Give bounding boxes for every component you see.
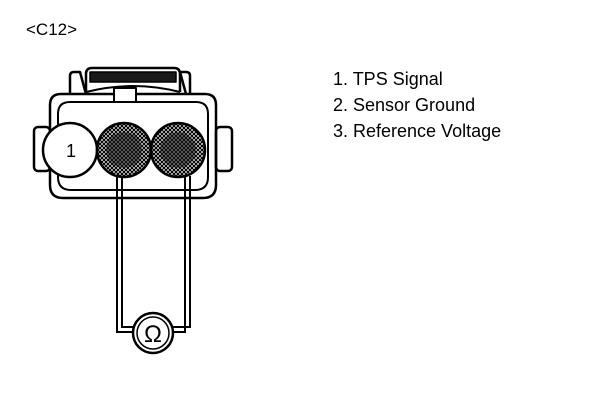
pin-1-label: 1 bbox=[66, 141, 76, 161]
connector-latch bbox=[84, 66, 182, 103]
test-leads bbox=[116, 176, 191, 333]
legend-item-3: 3. Reference Voltage bbox=[333, 121, 501, 141]
connector-label: <C12> bbox=[26, 20, 77, 39]
ohmmeter: Ω bbox=[131, 311, 175, 355]
pin-1: 1 bbox=[41, 121, 99, 179]
pin-legend: 1. TPS Signal 2. Sensor Ground 3. Refere… bbox=[333, 69, 501, 141]
legend-item-1: 1. TPS Signal bbox=[333, 69, 443, 89]
pin-2 bbox=[95, 121, 153, 179]
legend-item-2: 2. Sensor Ground bbox=[333, 95, 475, 115]
ohm-icon: Ω bbox=[144, 321, 162, 348]
connector-body bbox=[32, 70, 234, 200]
pin-3 bbox=[149, 121, 207, 179]
